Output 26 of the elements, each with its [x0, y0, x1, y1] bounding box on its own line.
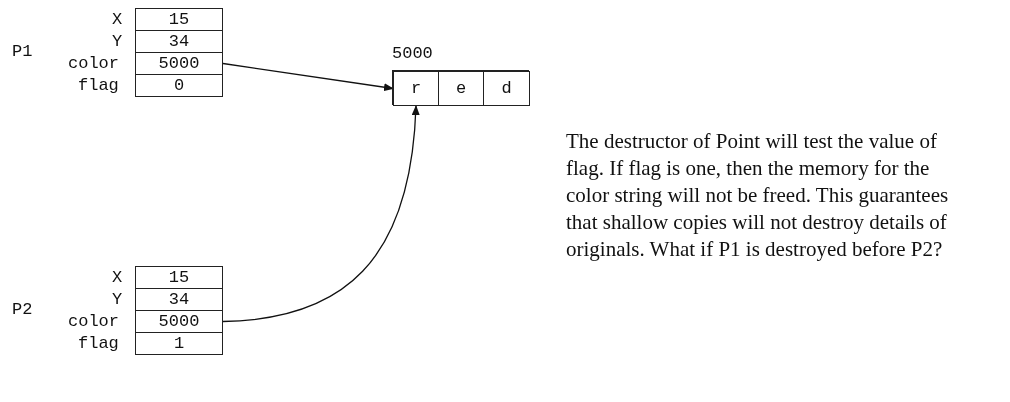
field-name: Y: [112, 290, 123, 309]
variable-name: P1: [12, 42, 33, 61]
memory-cell: 5000: [135, 52, 223, 75]
memory-cell: 34: [135, 288, 223, 311]
array-box: [392, 70, 529, 105]
field-name: Y: [112, 32, 123, 51]
memory-cell: r: [393, 71, 439, 106]
memory-cell: e: [438, 71, 484, 106]
memory-cell: 15: [135, 8, 223, 31]
field-name: X: [112, 268, 123, 287]
field-name: flag: [78, 76, 119, 95]
field-name: color: [68, 312, 119, 331]
field-name: color: [68, 54, 119, 73]
memory-cell: 15: [135, 266, 223, 289]
variable-name: P2: [12, 300, 33, 319]
field-name: flag: [78, 334, 119, 353]
address-label: 5000: [392, 44, 433, 63]
field-name: X: [112, 10, 123, 29]
memory-cell: d: [483, 71, 530, 106]
arrow: [222, 62, 394, 92]
memory-cell: 34: [135, 30, 223, 53]
arrow: [222, 105, 420, 323]
memory-cell: 1: [135, 332, 223, 355]
memory-cell: 0: [135, 74, 223, 97]
note-paragraph: The destructor of Point will test the value of flag. If flag is one, then the memory for the color string will not be freed. This guarantees that shallow copies will not destroy details of originals. What if P1 is destroyed before P2?: [566, 128, 950, 263]
memory-cell: 5000: [135, 310, 223, 333]
